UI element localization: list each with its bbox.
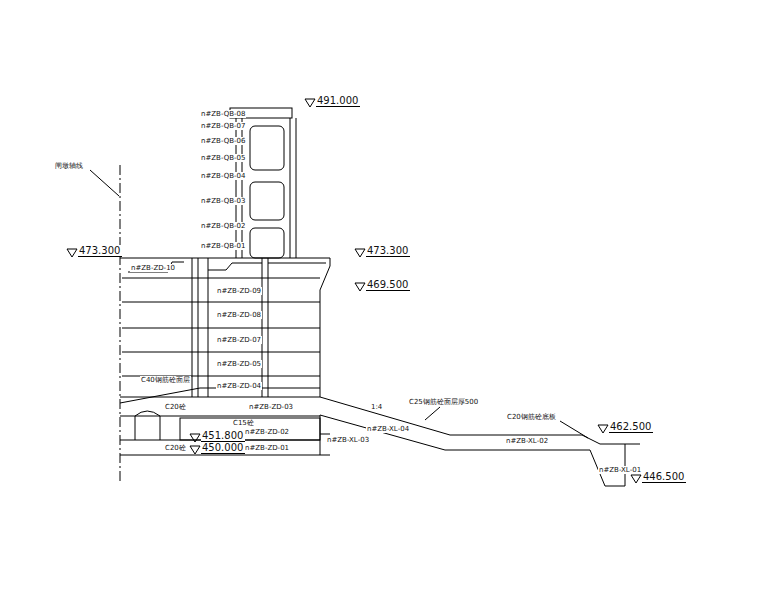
material-note: C20砼	[164, 403, 187, 411]
apron-outline	[120, 397, 625, 486]
material-note: C20钢筋砼底板	[506, 413, 557, 421]
elevation-label: 451.800	[201, 430, 245, 442]
part-code: n#ZB-QB-03	[200, 197, 246, 205]
part-code: n#ZB-ZD-07	[216, 336, 262, 344]
part-code: n#ZB-ZD-10	[130, 264, 176, 272]
part-code: n#ZB-QB-02	[200, 222, 246, 230]
part-code: n#ZB-ZD-05	[216, 360, 262, 368]
elevation-label: 462.500	[609, 421, 653, 433]
material-note: C20砼	[164, 444, 187, 452]
gallery	[135, 411, 160, 440]
axis-note: 闸墩轴线	[54, 162, 84, 170]
part-code: n#ZB-ZD-09	[216, 287, 262, 295]
elevation-label: 473.300	[78, 245, 122, 257]
elevation-label: 446.500	[642, 471, 686, 483]
part-code: n#ZB-QB-05	[200, 154, 246, 162]
part-code: n#ZB-ZD-01	[244, 444, 290, 452]
material-note: C25钢筋砼面层厚500	[408, 398, 479, 406]
elevation-symbol	[67, 99, 641, 483]
base-outline	[120, 258, 330, 397]
part-code: n#ZB-ZD-03	[248, 403, 294, 411]
part-code: n#ZB-XL-04	[366, 425, 410, 433]
part-code: n#ZB-ZD-04	[216, 382, 262, 390]
slope-ratio: 1:4	[370, 403, 383, 411]
part-code: n#ZB-QB-08	[200, 110, 246, 118]
material-note: C40钢筋砼面层	[140, 376, 191, 384]
axis-line	[120, 165, 121, 482]
part-code: n#ZB-XL-02	[505, 437, 549, 445]
pier-opening	[250, 126, 284, 170]
elevation-label: 450.000	[201, 442, 245, 454]
part-code: n#ZB-XL-01	[598, 466, 642, 474]
part-code: n#ZB-ZD-02	[244, 428, 290, 436]
part-code: n#ZB-XL-03	[326, 436, 370, 444]
part-code: n#ZB-QB-06	[200, 137, 246, 145]
material-note: C15砼	[232, 419, 255, 427]
part-code: n#ZB-QB-04	[200, 172, 246, 180]
part-code: n#ZB-QB-07	[200, 122, 246, 130]
part-code: n#ZB-ZD-08	[216, 311, 262, 319]
elevation-label: 491.000	[316, 95, 360, 107]
elevation-label: 473.300	[366, 245, 410, 257]
part-code: n#ZB-QB-01	[200, 242, 246, 250]
elevation-label: 469.500	[366, 279, 410, 291]
leader-line	[90, 170, 119, 196]
